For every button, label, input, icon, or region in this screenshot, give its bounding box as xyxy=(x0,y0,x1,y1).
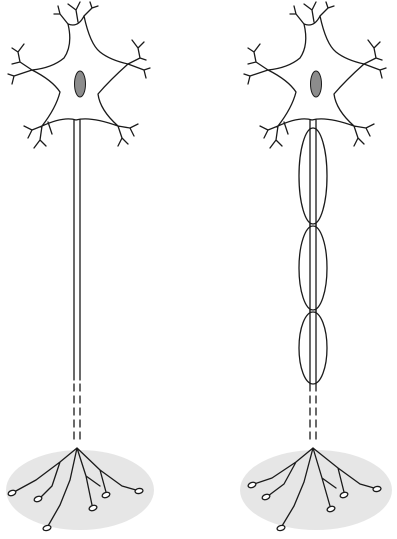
dendrite-right-top xyxy=(290,2,334,24)
axon-terminal-shadow-right xyxy=(240,450,392,530)
myelin-segment-2 xyxy=(299,226,327,310)
dendrite-left-upper-right xyxy=(128,40,150,78)
nucleus-left xyxy=(75,71,86,97)
dendrite-left-upper-left xyxy=(8,44,32,84)
dendrite-left-lower-left xyxy=(24,122,52,148)
dendrite-right-lower-left xyxy=(260,122,288,148)
nucleus-right xyxy=(311,71,322,97)
neuron-left xyxy=(6,2,154,531)
axon-left xyxy=(74,120,80,380)
dendrite-right-upper-right xyxy=(364,40,386,78)
myelin-segment-3 xyxy=(299,312,327,384)
myelin-sheath xyxy=(299,128,327,384)
neuron-right xyxy=(240,2,392,531)
axon-right-dashed xyxy=(310,384,316,440)
axon-left-dashed xyxy=(74,384,80,440)
dendrite-right-upper-left xyxy=(244,44,268,84)
axon-terminal-shadow-left xyxy=(6,450,154,530)
myelin-segment-1 xyxy=(299,128,327,224)
dendrite-left-lower-right xyxy=(118,124,138,146)
dendrite-right-lower-right xyxy=(354,124,374,146)
dendrite-left-top xyxy=(54,2,98,24)
